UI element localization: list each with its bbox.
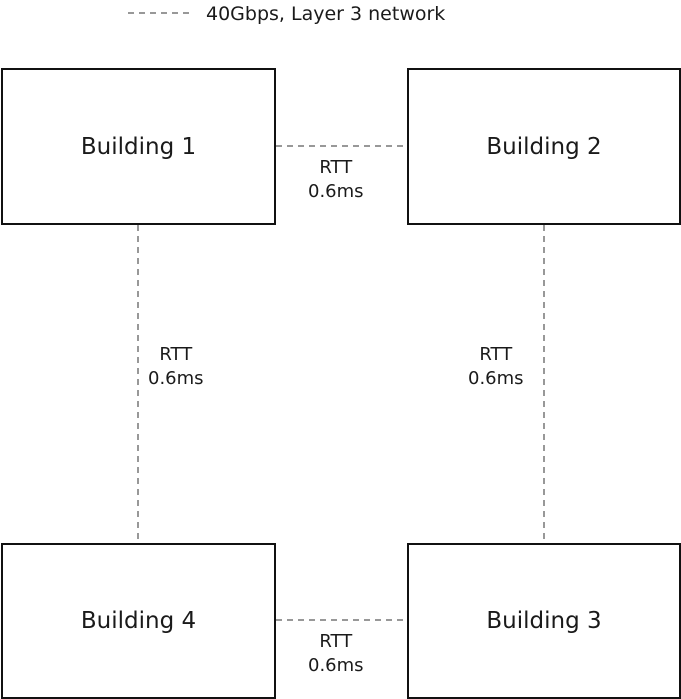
rtt-value: 0.6ms (148, 368, 204, 389)
building-2-label: Building 2 (486, 133, 602, 160)
building-1-label: Building 1 (80, 133, 197, 160)
building-3-label: Building 3 (486, 608, 602, 634)
rtt-value: 0.6ms (308, 655, 364, 676)
rtt-building1-building4: RTT 0.6ms (148, 343, 204, 391)
rtt-label: RTT (159, 344, 193, 365)
rtt-value: 0.6ms (308, 181, 364, 202)
building-4-box: Building 4 (1, 543, 276, 699)
rtt-value: 0.6ms (468, 368, 524, 389)
rtt-label: RTT (319, 631, 353, 652)
building-1-box: Building 1 (1, 68, 276, 225)
building-2-box: Building 2 (407, 68, 681, 225)
rtt-label: RTT (319, 157, 353, 178)
rtt-building2-building3: RTT 0.6ms (468, 343, 524, 391)
building-3-box: Building 3 (407, 543, 681, 699)
rtt-building4-building3: RTT 0.6ms (308, 630, 364, 678)
rtt-label: RTT (479, 344, 513, 365)
legend-label: 40Gbps, Layer 3 network (206, 3, 446, 25)
rtt-building1-building2: RTT 0.6ms (308, 156, 364, 204)
building-4-label: Building 4 (80, 608, 197, 634)
